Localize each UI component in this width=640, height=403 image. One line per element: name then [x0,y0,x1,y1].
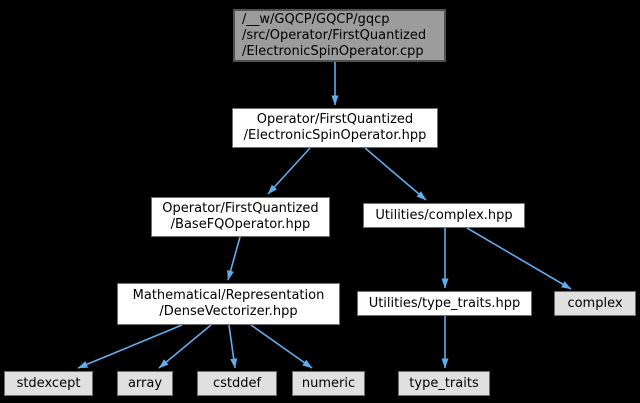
node-numeric: numeric [292,371,365,396]
node-utilities-type-traits-hpp[interactable]: Utilities/type_traits.hpp [357,291,532,316]
node-type-traits: type_traits [398,371,490,396]
edge-electronic-spin-operator-hpp-to-base-fq-operator-hpp [267,147,311,195]
node-complex: complex [554,291,636,316]
node-stdexcept: stdexcept [4,371,93,396]
node-utilities-complex-hpp[interactable]: Utilities/complex.hpp [363,203,525,228]
edge-base-fq-operator-hpp-to-dense-vectorizer-hpp [227,236,241,281]
edge-dense-vectorizer-hpp-to-stdexcept [77,324,183,369]
node-root-cpp: /__w/GQCP/GQCP/gqcp /src/Operator/FirstQ… [233,9,446,62]
node-dense-vectorizer-hpp[interactable]: Mathematical/Representation /DenseVector… [117,283,340,325]
node-electronic-spin-operator-hpp[interactable]: Operator/FirstQuantized /ElectronicSpinO… [232,108,438,148]
node-cstddef: cstddef [197,371,277,396]
edge-dense-vectorizer-hpp-to-numeric [250,324,313,369]
edge-dense-vectorizer-hpp-to-cstddef [228,324,238,369]
edge-dense-vectorizer-hpp-to-array [158,324,212,369]
node-array: array [117,371,173,396]
edge-utilities-complex-hpp-to-complex [466,227,572,290]
edge-electronic-spin-operator-hpp-to-utilities-complex-hpp [364,147,427,201]
node-base-fq-operator-hpp[interactable]: Operator/FirstQuantized /BaseFQOperator.… [151,197,330,237]
